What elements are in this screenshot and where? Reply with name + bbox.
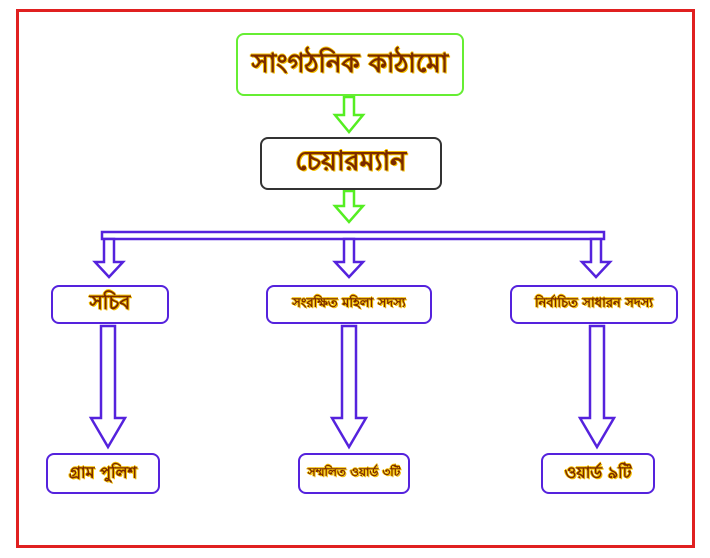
title-node: সাংগঠনিক কাঠামো [236,33,464,96]
diagram-frame [16,9,695,548]
branch-bar [100,230,606,241]
title-label: সাংগঠনিক কাঠামো [251,48,449,79]
arrow-to-reserved-women [332,237,366,279]
secretary-label: সচিব [89,290,131,314]
combined-wards-label: সম্মলিত ওয়ার্ড ৩টি [307,464,401,479]
village-police-label: গ্রাম পুলিশ [69,463,137,482]
wards-node: ওয়ার্ড ৯টি [541,453,655,494]
wards-label: ওয়ার্ড ৯টি [564,463,632,482]
reserved-women-node: সংরক্ষিত মহিলা সদস্য [266,285,432,324]
combined-wards-node: সম্মলিত ওয়ার্ড ৩টি [298,453,410,494]
elected-members-label: নির্বাচিত সাধারন সদস্য [534,296,654,311]
chairman-node: চেয়ারম্যান [260,137,442,190]
arrow-title-to-chairman [332,95,366,134]
arrow-chairman-to-branch [332,189,366,224]
arrow-to-secretary [92,237,126,279]
arrow-elected-to-wards [577,324,617,450]
arrow-secretary-to-police [88,324,128,450]
secretary-node: সচিব [51,285,169,324]
village-police-node: গ্রাম পুলিশ [46,453,160,494]
reserved-women-label: সংরক্ষিত মহিলা সদস্য [292,296,406,311]
chairman-label: চেয়ারম্যান [295,146,407,177]
arrow-reserved-to-combined [329,324,369,450]
arrow-to-elected-members [579,237,613,279]
elected-members-node: নির্বাচিত সাধারন সদস্য [510,285,678,324]
